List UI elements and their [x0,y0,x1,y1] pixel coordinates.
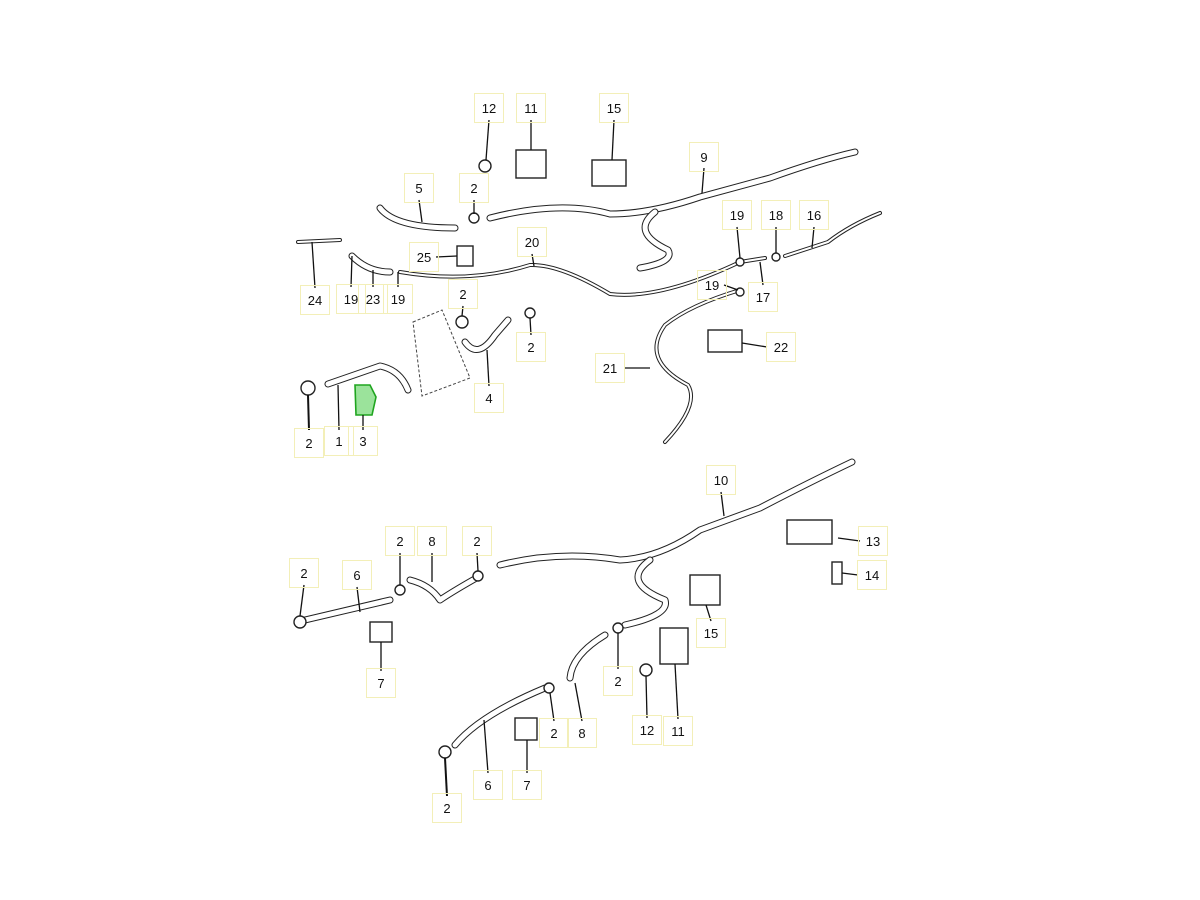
callout-2: 2 [516,332,546,362]
hose-10 [496,458,856,629]
callout-19: 19 [383,284,413,314]
hose-24 [296,238,342,244]
callout-22: 22 [766,332,796,362]
callout-4: 4 [474,383,504,413]
parts [293,149,843,759]
callout-9: 9 [689,142,719,172]
assembly-outline [412,309,471,397]
hose-9 [486,148,859,272]
callout-14: 14 [857,560,887,590]
callout-2: 2 [294,428,324,458]
leader-lines [299,119,861,797]
callout-12: 12 [474,93,504,123]
hose-6-lower [451,684,549,749]
callout-7: 7 [366,668,396,698]
callout-8: 8 [417,526,447,556]
callout-2: 2 [603,666,633,696]
hose-1 [324,362,412,394]
callout-1: 1 [324,426,354,456]
pipe-16 [783,211,882,258]
callout-15: 15 [599,93,629,123]
callout-21: 21 [595,353,625,383]
callout-2: 2 [289,558,319,588]
pipe-20 [398,256,767,297]
callout-7: 7 [512,770,542,800]
callout-18: 18 [761,200,791,230]
callout-25: 25 [409,242,439,272]
callout-17: 17 [748,282,778,312]
callout-3: 3 [348,426,378,456]
callout-19: 19 [697,270,727,300]
callout-2: 2 [462,526,492,556]
callout-2: 2 [539,718,569,748]
hose-6-upper [301,596,394,624]
callout-5: 5 [404,173,434,203]
hose-23 [348,252,394,276]
callout-19: 19 [336,284,366,314]
callout-11: 11 [516,93,546,123]
callout-13: 13 [858,526,888,556]
callout-11: 11 [663,716,693,746]
callout-6: 6 [342,560,372,590]
callout-2: 2 [448,279,478,309]
callout-2: 2 [385,526,415,556]
callout-2: 2 [432,793,462,823]
callout-6: 6 [473,770,503,800]
callout-24: 24 [300,285,330,315]
callout-19: 19 [722,200,752,230]
callout-2: 2 [459,173,489,203]
callout-8: 8 [567,718,597,748]
pipe-21 [654,288,742,444]
callout-16: 16 [799,200,829,230]
callout-15: 15 [696,618,726,648]
hose-8-upper [406,572,484,604]
hose-8-lower [566,631,609,682]
callout-23: 23 [358,284,388,314]
callout-20: 20 [517,227,547,257]
callout-10: 10 [706,465,736,495]
part-3-highlighted [354,384,377,416]
hose-4 [461,316,512,353]
hose-5 [376,204,459,232]
callout-12: 12 [632,715,662,745]
